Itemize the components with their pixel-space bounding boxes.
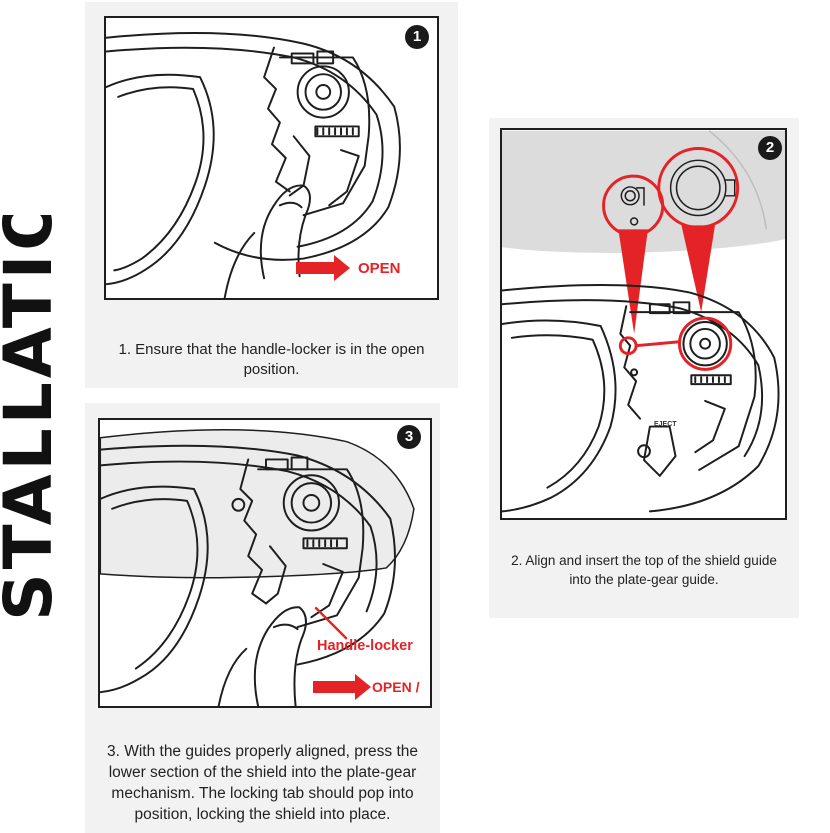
eject-label: EJECT bbox=[654, 421, 677, 428]
step-1-open-label: OPEN bbox=[358, 260, 401, 277]
open-arrow-icon bbox=[313, 674, 371, 700]
step-2-card: 2 EJECT 2. Align and insert the top of t… bbox=[489, 118, 799, 618]
step-1-caption: 1. Ensure that the handle-locker is in t… bbox=[118, 341, 425, 378]
shield-pressing-drawing bbox=[100, 429, 415, 706]
handle-locker-label: Handle-locker bbox=[317, 638, 413, 654]
step-1-card: 1 OPEN 1. Ensure that the handle-locker … bbox=[85, 2, 458, 388]
step-2-illustration: 2 EJECT bbox=[500, 128, 787, 520]
title-container: INSTALLATION bbox=[0, 215, 58, 625]
step-3-open-label: OPEN / bbox=[372, 679, 420, 695]
open-arrow-icon bbox=[296, 255, 350, 281]
step-3-number: 3 bbox=[397, 425, 421, 449]
step-3-illustration: 3 Handle-locker OPEN / bbox=[98, 418, 432, 708]
helmet-side-drawing bbox=[106, 32, 401, 298]
shield-alignment-drawing bbox=[502, 130, 785, 513]
step-3-card: 3 Handle-locker OPEN / 3. With the guide… bbox=[85, 403, 440, 833]
step-1-illustration: 1 OPEN bbox=[104, 16, 439, 300]
page-title: INSTALLATION bbox=[0, 215, 58, 625]
step-2-number: 2 bbox=[758, 136, 782, 160]
step-1-number: 1 bbox=[405, 25, 429, 49]
step-3-caption: 3. With the guides properly aligned, pre… bbox=[106, 743, 419, 823]
step-2-caption: 2. Align and insert the top of the shiel… bbox=[511, 553, 777, 587]
